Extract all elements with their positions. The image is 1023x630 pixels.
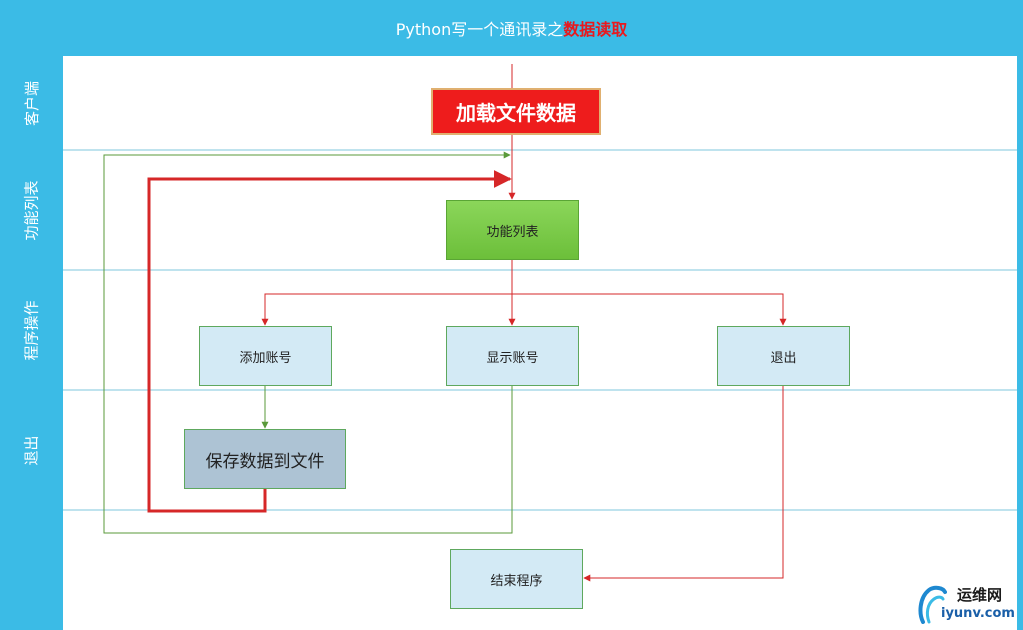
node-quit: 退出 <box>717 326 850 386</box>
arrow-menu-to-quit <box>512 293 787 326</box>
node-end-program: 结束程序 <box>450 549 583 609</box>
watermark-text-cn: 运维网 <box>957 586 1003 604</box>
node-add-account-label: 添加账号 <box>239 350 292 366</box>
node-save-to-file-label: 保存数据到文件 <box>205 451 325 472</box>
lane-label-column <box>0 56 63 630</box>
node-add-account: 添加账号 <box>199 326 332 386</box>
arrow-menu-to-add <box>261 293 512 326</box>
node-show-account-label: 显示账号 <box>486 350 539 366</box>
node-quit-label: 退出 <box>770 350 797 366</box>
watermark-logo-icon <box>918 585 947 624</box>
node-end-program-label: 结束程序 <box>490 573 543 589</box>
node-function-menu-label: 功能列表 <box>486 224 539 240</box>
arrow-quit-to-end <box>583 386 784 582</box>
right-border-strip <box>1017 56 1023 630</box>
node-save-to-file: 保存数据到文件 <box>184 429 346 489</box>
title-accent: 数据读取 <box>563 20 628 39</box>
node-function-menu: 功能列表 <box>446 200 579 260</box>
title-main: Python写一个通讯录之 <box>395 20 564 39</box>
watermark: 运维网 iyunv.com <box>917 582 1021 628</box>
loop-save-to-menu <box>147 170 512 513</box>
title-bar: Python写一个通讯录之数据读取 <box>0 0 1023 56</box>
node-load-file-label: 加载文件数据 <box>456 101 576 125</box>
watermark-text-en: iyunv.com <box>941 606 1015 621</box>
node-load-file: 加载文件数据 <box>431 88 601 135</box>
node-show-account: 显示账号 <box>446 326 579 386</box>
loop-show-to-menu <box>103 151 513 534</box>
